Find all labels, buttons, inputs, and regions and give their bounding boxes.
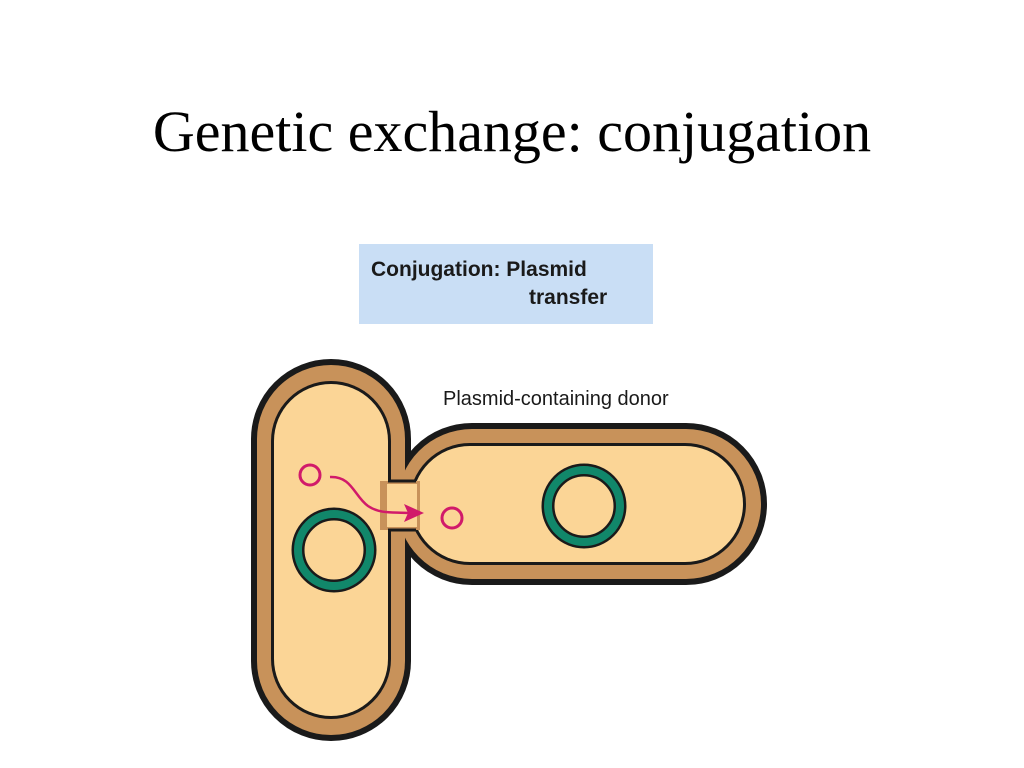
transfer-arrow bbox=[329, 475, 409, 515]
diagram-header-line1: Conjugation: Plasmid bbox=[371, 258, 587, 281]
plasmid-recipient-side bbox=[298, 463, 322, 487]
diagram-header-box: Conjugation: Plasmid transfer bbox=[359, 244, 653, 324]
diagram-header-line2: transfer bbox=[529, 286, 608, 309]
conjugation-bridge bbox=[380, 479, 420, 532]
conjugation-illustration bbox=[251, 359, 767, 741]
plasmid-donor-side bbox=[440, 506, 464, 530]
transfer-arrowhead bbox=[404, 504, 424, 522]
donor-label: Plasmid-containing donor bbox=[443, 388, 669, 410]
conjugation-diagram: Conjugation: Plasmid transfer Plasmid-co… bbox=[240, 240, 780, 750]
slide-title: Genetic exchange: conjugation bbox=[152, 99, 872, 164]
